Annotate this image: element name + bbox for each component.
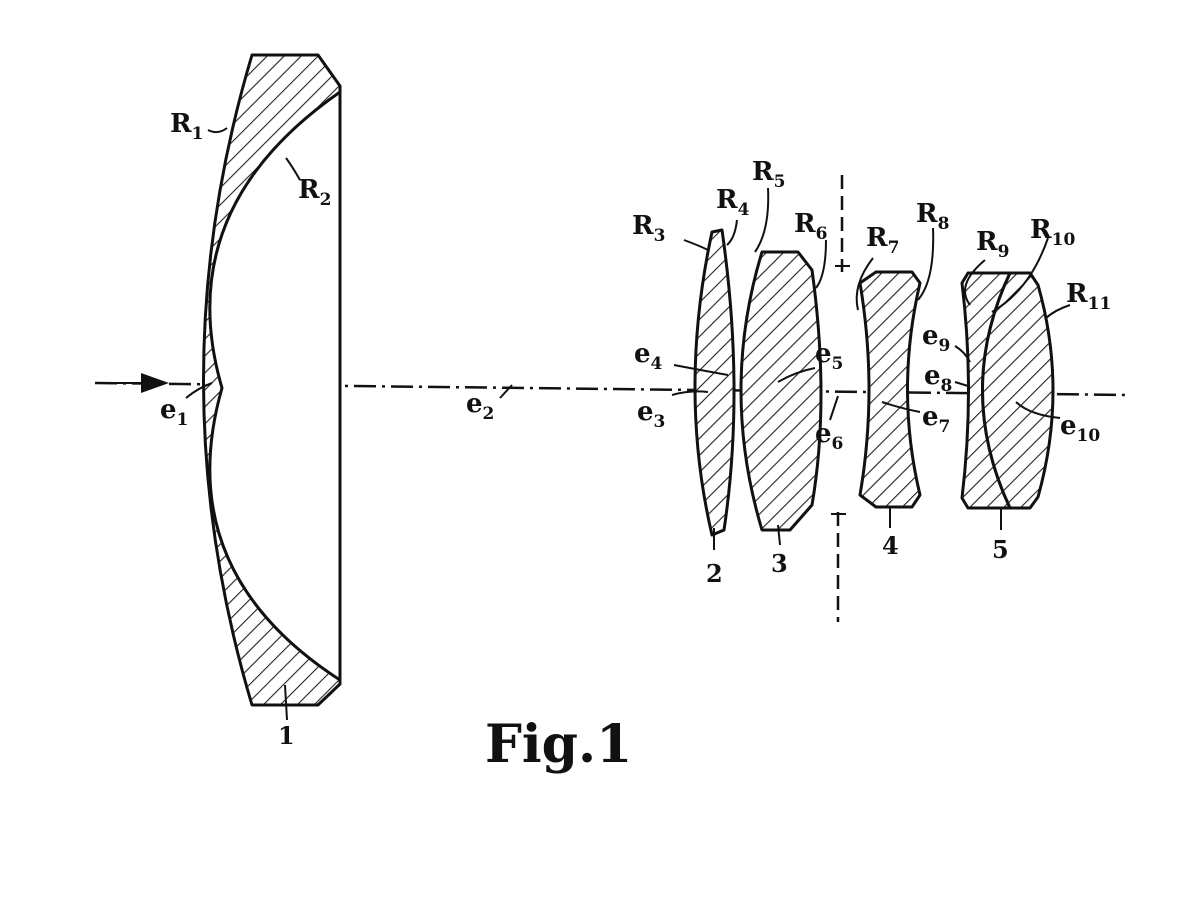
label-e10: e10 bbox=[1060, 411, 1100, 446]
lens-element-3 bbox=[739, 250, 823, 532]
lens-element-4 bbox=[858, 270, 922, 509]
leader-r8 bbox=[917, 227, 935, 301]
leader-e1 bbox=[185, 382, 213, 399]
leader-e9 bbox=[954, 345, 971, 363]
leader-r1 bbox=[207, 127, 228, 134]
label-r10: R10 bbox=[1030, 215, 1075, 250]
label-element-3: 3 bbox=[771, 549, 788, 578]
leader-r6 bbox=[815, 239, 827, 289]
label-r1: R1 bbox=[170, 109, 203, 144]
leader-r4 bbox=[726, 219, 738, 246]
label-e8: e8 bbox=[924, 361, 952, 396]
label-e4: e4 bbox=[634, 339, 663, 374]
leader-e4 bbox=[673, 364, 729, 376]
leader-e6 bbox=[829, 395, 839, 421]
label-element-2: 2 bbox=[706, 559, 723, 588]
leader-e2 bbox=[499, 384, 513, 399]
leader-e5 bbox=[777, 367, 816, 383]
label-r4: R4 bbox=[716, 185, 750, 220]
label-e6: e6 bbox=[815, 419, 843, 454]
leader-e3 bbox=[671, 390, 709, 396]
label-element-1: 1 bbox=[278, 721, 295, 750]
label-e9: e9 bbox=[922, 321, 950, 356]
label-r6: R6 bbox=[794, 209, 827, 244]
lens-element-2 bbox=[693, 228, 736, 537]
leader-r2 bbox=[285, 157, 301, 181]
label-e1: e1 bbox=[160, 395, 188, 430]
label-e3: e3 bbox=[637, 397, 665, 432]
leader-e8 bbox=[954, 381, 969, 387]
label-element-4: 4 bbox=[882, 531, 899, 560]
label-e2: e2 bbox=[466, 389, 494, 424]
label-r7: R7 bbox=[866, 223, 899, 258]
label-r2: R2 bbox=[298, 175, 331, 210]
leader-r11 bbox=[1045, 304, 1071, 319]
leader-3 bbox=[777, 524, 781, 546]
optical-axis bbox=[94, 381, 1129, 397]
figure-caption: Fig.1 bbox=[485, 714, 632, 775]
leader-r3 bbox=[683, 239, 709, 251]
leader-e10 bbox=[1015, 401, 1061, 419]
leader-r10 bbox=[991, 237, 1049, 313]
label-r3: R3 bbox=[632, 211, 665, 246]
leader-r9 bbox=[964, 259, 986, 306]
leader-r5 bbox=[754, 187, 770, 253]
leader-r7 bbox=[855, 257, 874, 311]
leader-1 bbox=[284, 684, 288, 721]
label-r5: R5 bbox=[752, 157, 785, 192]
leader-e7 bbox=[881, 401, 921, 413]
lens-element-5-rear bbox=[981, 271, 1055, 510]
label-r8: R8 bbox=[916, 199, 949, 234]
label-e7: e7 bbox=[922, 402, 950, 437]
lens-element-1-inner-surface bbox=[208, 89, 342, 683]
label-element-5: 5 bbox=[992, 535, 1009, 564]
label-e5: e5 bbox=[815, 339, 843, 374]
label-r9: R9 bbox=[976, 227, 1009, 262]
label-r11: R11 bbox=[1066, 279, 1111, 314]
